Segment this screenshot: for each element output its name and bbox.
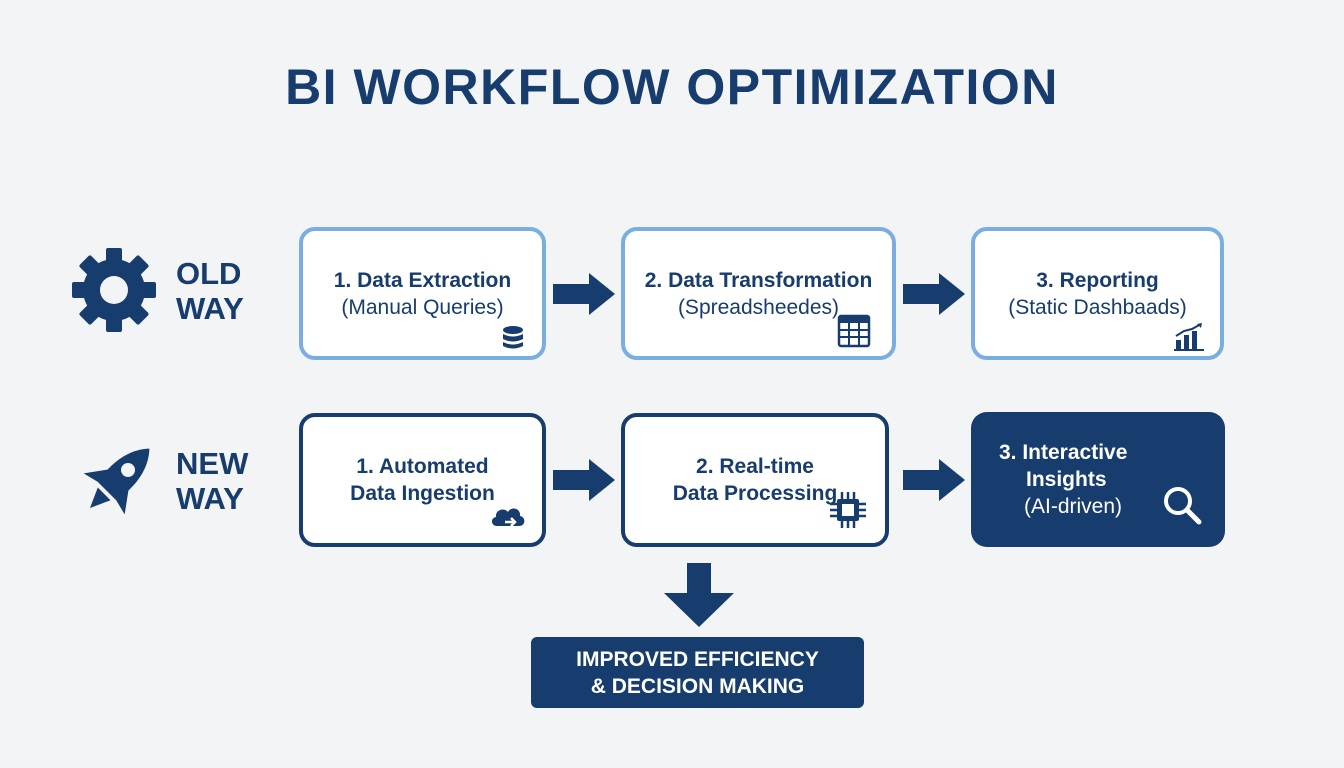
new-step-1-title-line2: Data Ingestion <box>350 482 495 505</box>
old-step-3-title: 3. Reporting <box>1036 269 1159 292</box>
page-title: BI WORKFLOW OPTIMIZATION <box>285 59 1059 115</box>
database-icon <box>503 326 523 349</box>
new-step-3-subtitle: (AI-driven) <box>1024 495 1123 518</box>
new-step-3-title-line2: Insights <box>1026 468 1107 491</box>
old-way-label-line2: WAY <box>176 291 244 326</box>
arrow-right-icon <box>903 459 965 501</box>
old-step-2: 2. Data Transformation (Spreadsheedes) <box>621 227 896 360</box>
new-step-2-title-line2: Data Processing <box>672 482 838 505</box>
rocket-icon <box>83 448 150 515</box>
new-step-1-title-line1: 1. Automated <box>356 455 489 478</box>
result-line2: & DECISION MAKING <box>590 675 805 698</box>
bar-chart-icon <box>1174 323 1204 351</box>
new-step-2-title-line1: 2. Real-time <box>696 455 814 478</box>
old-step-3: 3. Reporting (Static Dashbaads) <box>971 227 1224 360</box>
old-step-1-title: 1. Data Extraction <box>333 269 512 292</box>
arrow-right-icon <box>553 273 615 315</box>
new-way-label-line2: WAY <box>176 481 244 516</box>
old-step-1-subtitle: (Manual Queries) <box>341 296 504 319</box>
arrow-down-icon <box>664 563 734 627</box>
new-step-1: 1. Automated Data Ingestion <box>299 413 546 547</box>
new-step-2: 2. Real-time Data Processing <box>621 413 889 547</box>
new-way-label-line1: NEW <box>176 446 249 481</box>
old-step-3-subtitle: (Static Dashbaads) <box>1008 296 1187 319</box>
new-step-3: 3. Interactive Insights (AI-driven) <box>971 412 1225 547</box>
old-step-2-title: 2. Data Transformation <box>644 269 873 292</box>
old-way-label-line1: OLD <box>176 256 242 291</box>
cloud-upload-icon <box>491 508 525 527</box>
chip-icon <box>830 492 866 528</box>
arrow-right-icon <box>553 459 615 501</box>
gear-icon <box>72 248 156 332</box>
arrow-right-icon <box>903 273 965 315</box>
old-way-label: OLD WAY <box>176 256 244 326</box>
old-step-2-subtitle: (Spreadsheedes) <box>677 296 840 319</box>
result-box: IMPROVED EFFICIENCY & DECISION MAKING <box>531 637 864 708</box>
search-icon <box>1164 487 1202 525</box>
new-way-label: NEW WAY <box>176 446 248 516</box>
result-line1: IMPROVED EFFICIENCY <box>576 648 819 671</box>
old-step-1: 1. Data Extraction (Manual Queries) <box>299 227 546 360</box>
spreadsheet-icon <box>837 314 871 348</box>
new-step-3-title-line1: 3. Interactive <box>999 441 1128 464</box>
